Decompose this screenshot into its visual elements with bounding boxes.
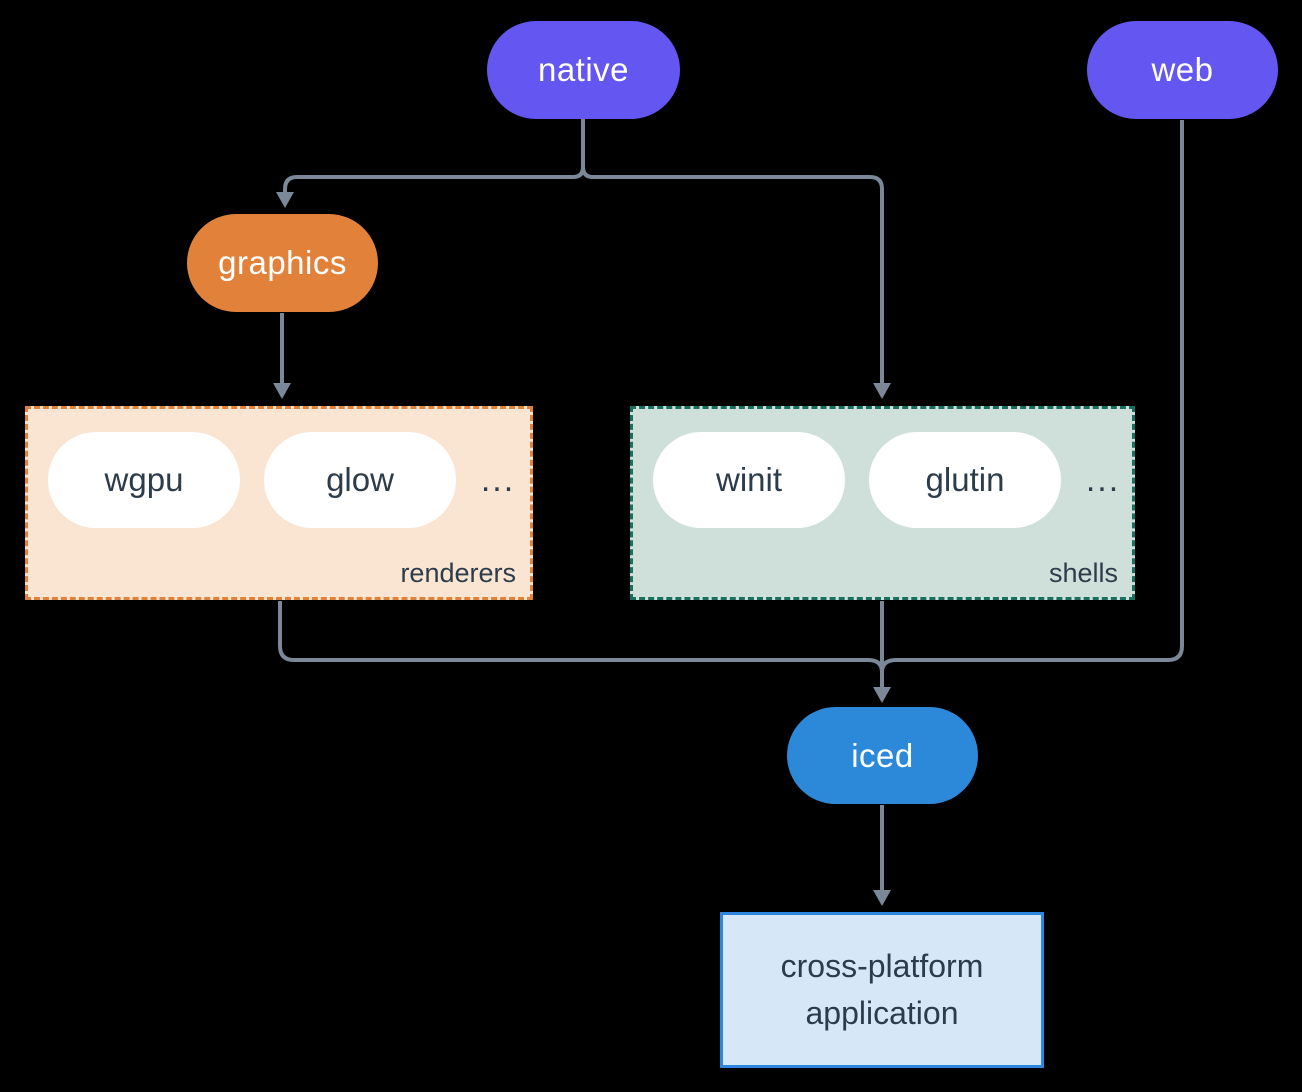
- connector-native-to-graphics: [283, 119, 585, 193]
- connector-renderers-to-merge: [278, 601, 884, 673]
- shells-group-label: shells: [1048, 558, 1118, 588]
- node-web: web: [1087, 21, 1278, 119]
- node-glow: glow: [264, 432, 456, 528]
- group-renderers: wgpu glow ... renderers: [25, 406, 533, 600]
- application-label-line1: cross-platform: [780, 948, 984, 984]
- node-iced: iced: [787, 707, 978, 804]
- shells-ellipsis: ...: [1085, 460, 1121, 499]
- node-wgpu: wgpu: [48, 432, 240, 528]
- node-graphics: graphics: [187, 214, 378, 312]
- arrowhead-iced: [873, 687, 891, 703]
- node-winit: winit: [653, 432, 845, 528]
- group-shells: winit glutin ... shells: [630, 406, 1135, 600]
- renderers-group-label: renderers: [400, 558, 516, 588]
- arrowhead-renderers: [273, 383, 291, 399]
- node-cross-platform-application: cross-platform application: [720, 912, 1044, 1068]
- node-native: native: [487, 21, 680, 119]
- arrowhead-application: [873, 890, 891, 906]
- node-glutin: glutin: [869, 432, 1061, 528]
- arrowhead-shells: [873, 383, 891, 399]
- arrowhead-graphics: [276, 192, 294, 208]
- renderers-ellipsis: ...: [480, 460, 516, 499]
- connector-native-to-shells: [581, 119, 884, 383]
- application-label-line2: application: [805, 995, 959, 1031]
